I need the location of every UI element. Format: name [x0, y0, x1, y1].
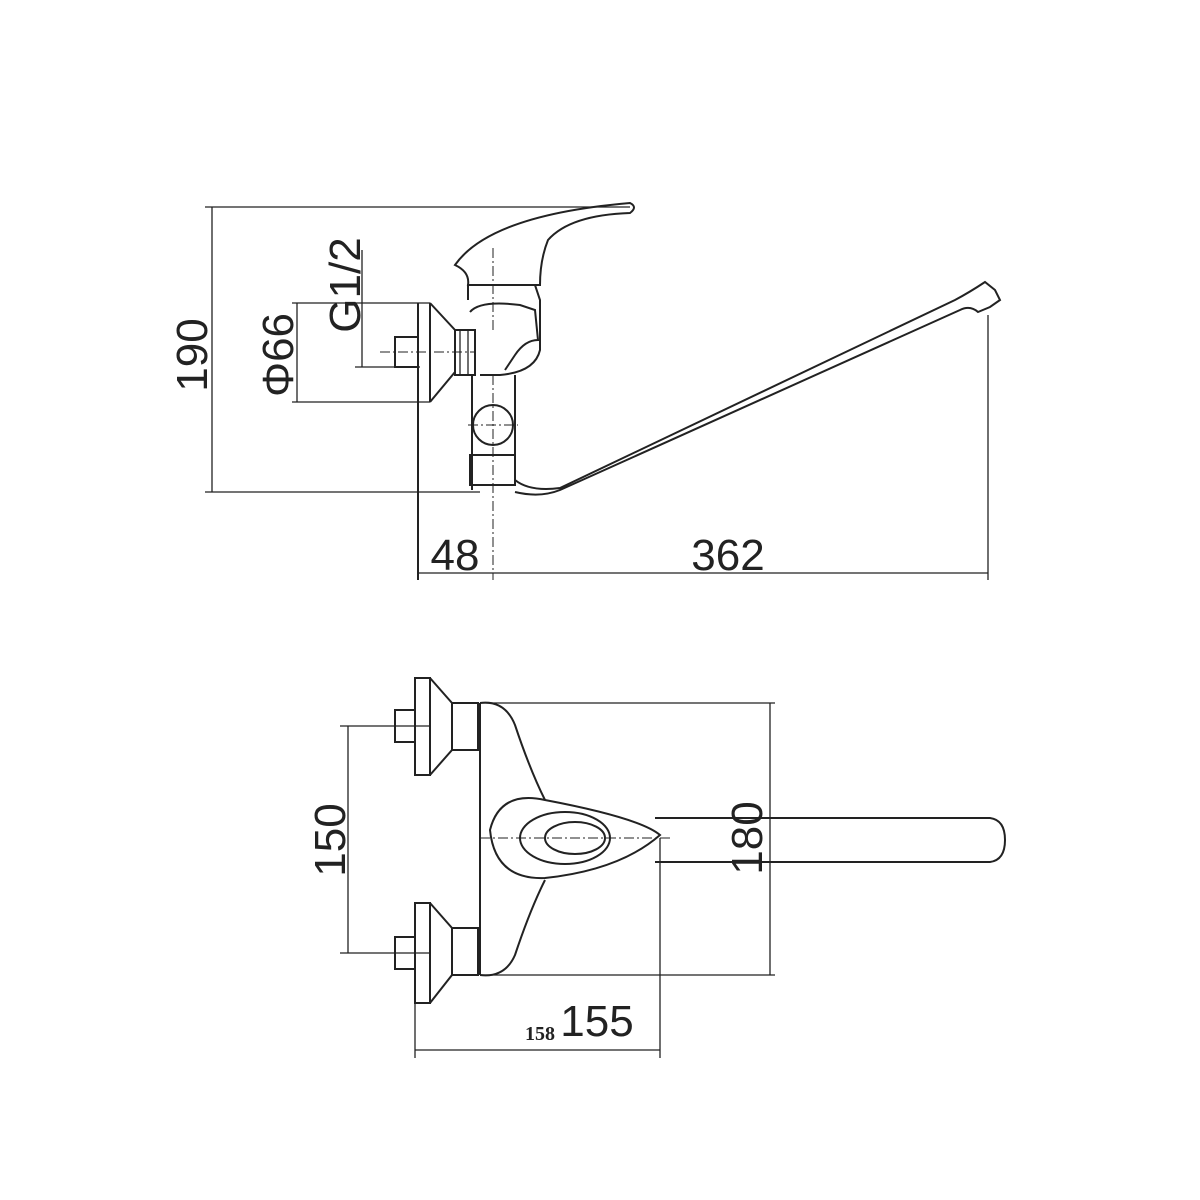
nut: [451, 702, 479, 751]
spout: [514, 280, 1002, 496]
body-outline: [479, 701, 546, 801]
escutcheon-cone: [429, 677, 453, 776]
body-detail: [469, 302, 540, 371]
side-view: 190 Φ66 G1/2 48 362: [168, 201, 1002, 580]
dimension-150-label: 150: [306, 803, 355, 876]
nut: [451, 927, 479, 976]
lever-top: [488, 797, 662, 880]
lever-handle: [453, 201, 635, 286]
top-view: 180 150 158 155: [306, 677, 1007, 1058]
body-outline: [479, 879, 546, 977]
dimension-190-label: 190: [168, 318, 217, 391]
thread-g12-label: G1/2: [321, 237, 370, 332]
lever-inner: [544, 821, 606, 855]
spout-top: [655, 817, 1007, 863]
dimension-48-label: 48: [431, 531, 480, 580]
dimension-180-label: 180: [723, 801, 772, 874]
dimension-155-label: 155: [560, 997, 633, 1046]
dimension-d66-label: Φ66: [254, 313, 303, 397]
escutcheon-cone: [429, 902, 453, 1004]
valve-body: [467, 284, 541, 376]
dimension-362-label: 362: [691, 531, 764, 580]
dimension-158-label: 158: [525, 1023, 555, 1045]
